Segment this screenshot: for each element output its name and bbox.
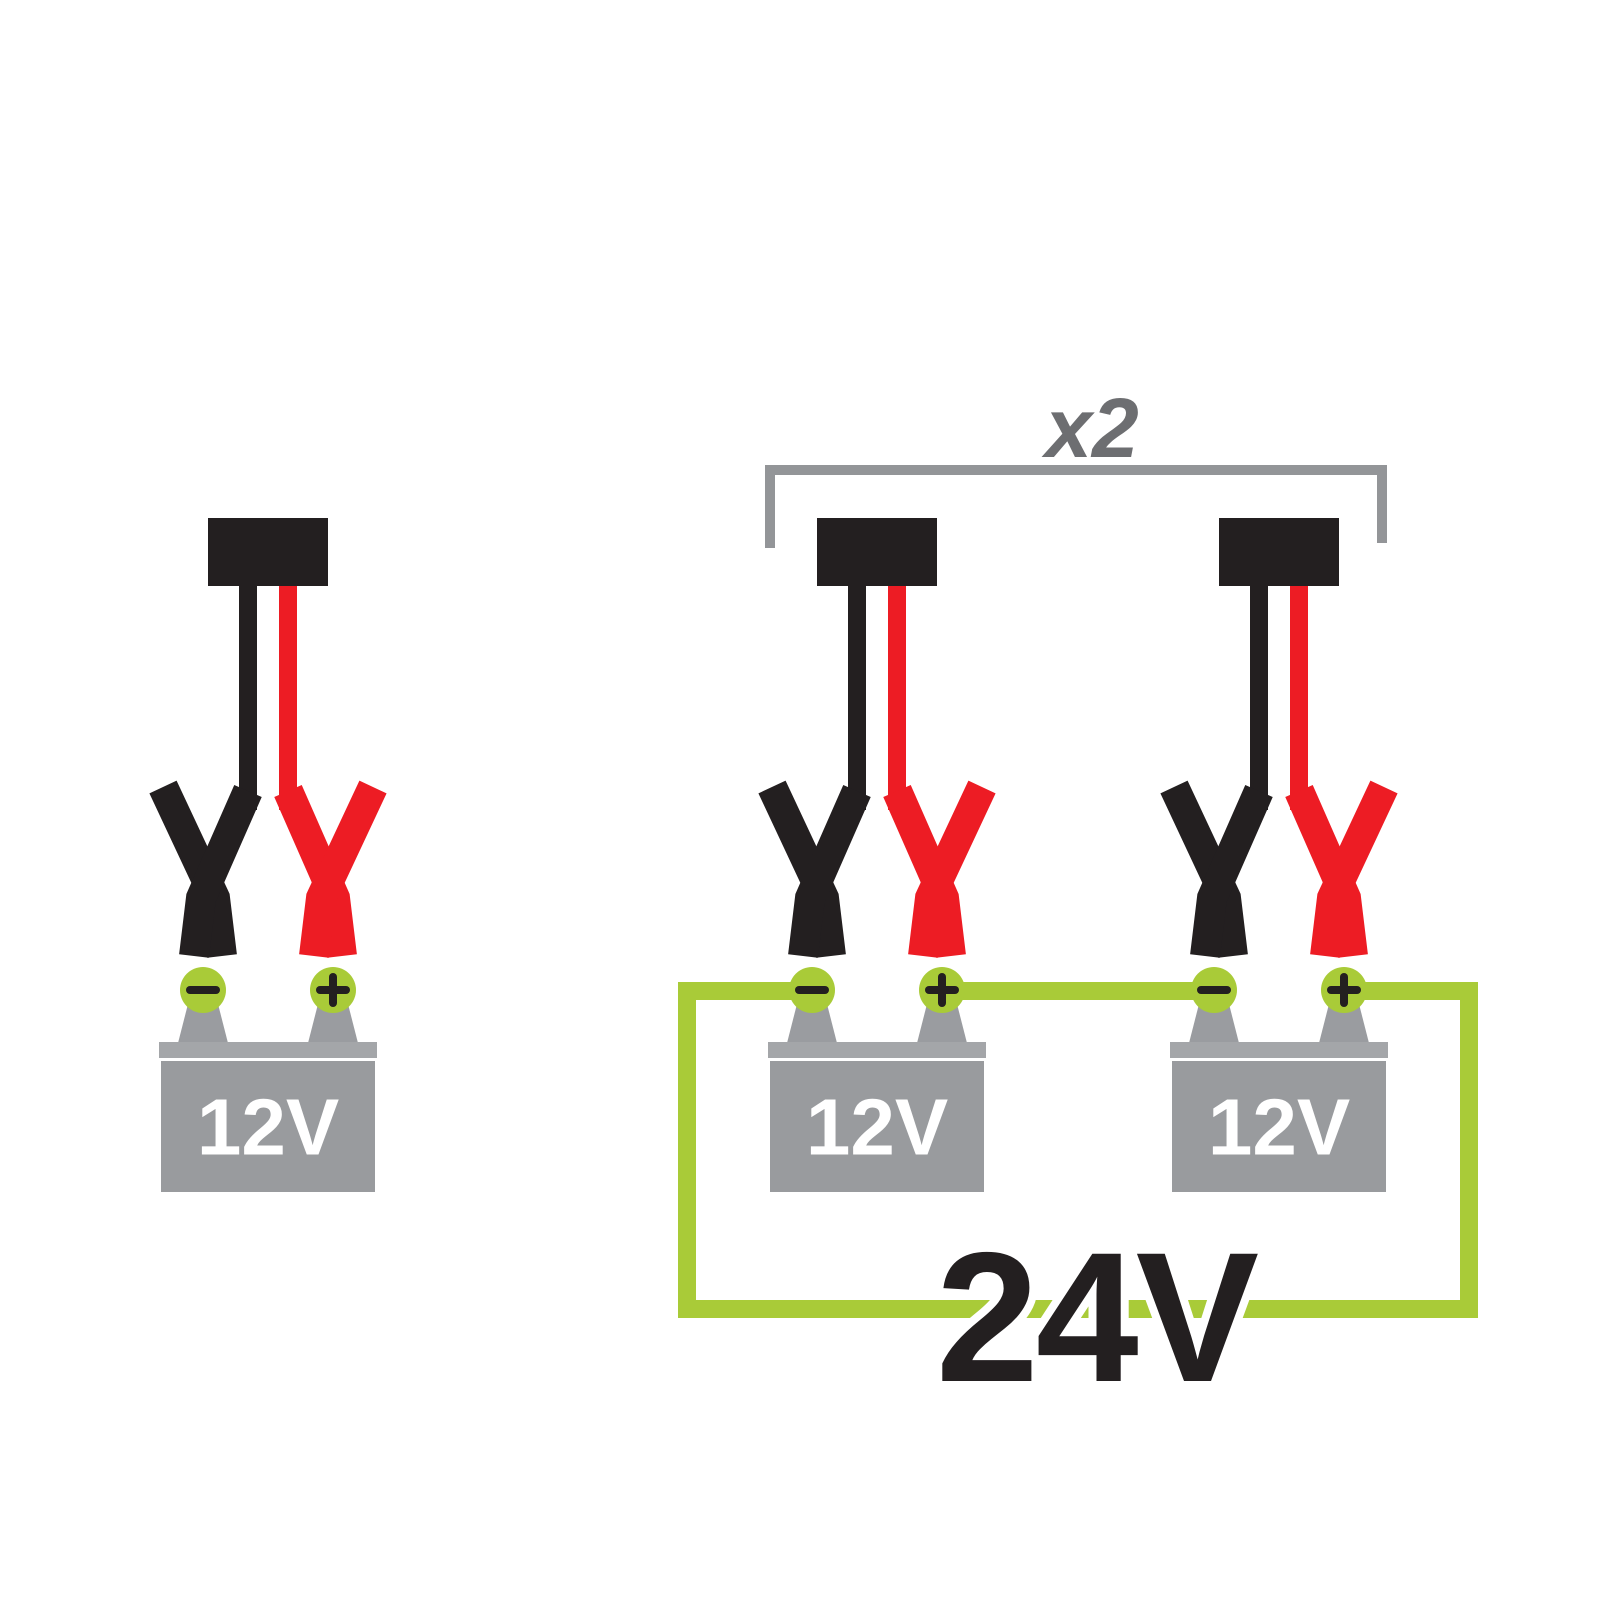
output-voltage-label: 24V (936, 1215, 1259, 1421)
battery-top (159, 1042, 377, 1058)
positive-cable (1290, 586, 1308, 810)
positive-cable (279, 586, 297, 810)
series-battery-unit-2: 12V (1160, 518, 1398, 1192)
plus-icon (925, 973, 959, 1007)
negative-post (177, 1004, 229, 1047)
minus-icon (1197, 986, 1231, 994)
charger-plug-icon (208, 518, 328, 586)
plus-icon (316, 973, 350, 1007)
battery-voltage-label: 12V (1208, 1083, 1350, 1172)
positive-post (1318, 1004, 1370, 1047)
charger-plug-icon (817, 518, 937, 586)
battery-voltage-label: 12V (197, 1083, 339, 1172)
plus-icon (1327, 973, 1361, 1007)
black-clamp-icon (1160, 780, 1273, 958)
positive-cable (888, 586, 906, 810)
series-circuit (678, 982, 1478, 1318)
green-series-wire-loop (678, 982, 1478, 1318)
battery-voltage-label: 12V (806, 1083, 948, 1172)
battery-body (161, 1061, 375, 1192)
minus-icon (795, 986, 829, 994)
black-clamp-icon (758, 780, 871, 958)
black-clamp-icon (149, 780, 262, 958)
red-clamp-icon (1285, 780, 1398, 958)
series-battery-unit-1: 12V (758, 518, 996, 1192)
red-clamp-icon (883, 780, 996, 958)
bracket-icon (765, 465, 1387, 548)
positive-post (916, 1004, 968, 1047)
positive-post (307, 1004, 359, 1047)
negative-cable (1250, 586, 1268, 810)
single-battery-unit: 12V (149, 518, 387, 1192)
battery-body (1172, 1061, 1386, 1192)
negative-cable (239, 586, 257, 810)
battery-top (1170, 1042, 1388, 1058)
charger-plug-icon (1219, 518, 1339, 586)
negative-cable (848, 586, 866, 810)
battery-top (768, 1042, 986, 1058)
battery-body (770, 1061, 984, 1192)
multiplier-label: x2 (1041, 381, 1138, 475)
minus-icon (186, 986, 220, 994)
negative-post (786, 1004, 838, 1047)
negative-post (1188, 1004, 1240, 1047)
red-clamp-icon (274, 780, 387, 958)
